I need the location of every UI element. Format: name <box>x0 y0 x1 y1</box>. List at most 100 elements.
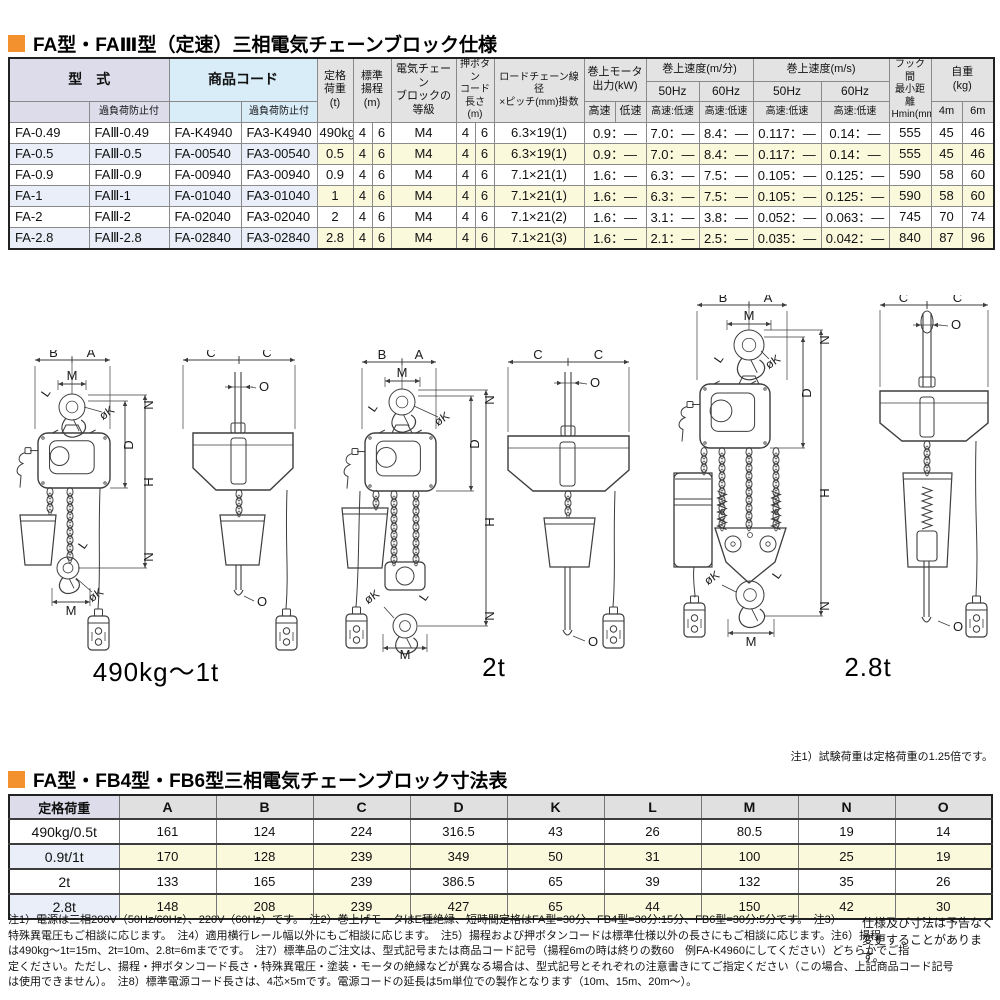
spec-cell-s50: 0.105：— <box>752 184 822 207</box>
dim-row-label: 490kg/0.5t <box>8 818 120 845</box>
header-model-std <box>8 101 90 123</box>
footnote-line-3: は490kg～1t=15m、2t=10m、2.8t=6mまでです。 注7）標準品… <box>8 945 910 957</box>
spec-cell-lift6: 6 <box>371 226 392 249</box>
orange-bullet-icon <box>8 35 25 52</box>
spec-cell-grade: M4 <box>390 142 457 165</box>
footnote-line-4: 定ください。ただし、揚程・押ボタンコード長さ・特殊異電圧・塗装・モータの絶縁など… <box>8 960 954 973</box>
spec-title-text: FA型・FAⅢ型（定速）三相電気チェーンブロック仕様 <box>33 35 497 56</box>
footnote-line-5: は使用できません）。 注8）標準電源コード長さは、4芯×5mです。電源コードの延… <box>8 976 698 988</box>
dim-label-N: N <box>482 611 497 620</box>
header-motor-low: 低速 <box>614 101 647 123</box>
dim-cell-D: 386.5 <box>409 868 508 895</box>
header-highlow-1: 高速:低速 <box>645 101 700 123</box>
spec-cell-hmin: 590 <box>888 163 932 186</box>
dim-header-B: B <box>215 795 314 820</box>
spec-change-note-line2: 変更することがあります。 <box>862 933 983 964</box>
dim-label-øK: øK <box>762 352 783 372</box>
dim-cell-K: 65 <box>506 868 605 895</box>
dim-cell-M: 132 <box>700 868 799 895</box>
spec-cell-motor: 1.6：— <box>583 226 647 249</box>
spec-cell-chain: 7.1×21(1) <box>493 163 585 186</box>
spec-cell-btn4: 4 <box>455 205 476 228</box>
dim-label-øK: øK <box>701 568 722 588</box>
dim-label-C: C <box>206 350 215 360</box>
spec-cell-model_ol: FAⅢ-2 <box>88 205 170 228</box>
spec-cell-code_ol: FA3-01040 <box>240 184 318 207</box>
dim-title-text: FA型・FB4型・FB6型三相電気チェーンブロック寸法表 <box>33 771 508 792</box>
spec-cell-v60: 8.4：— <box>698 121 754 144</box>
spec-cell-w6: 60 <box>961 184 995 207</box>
spec-cell-code: FA-00940 <box>168 163 242 186</box>
test-load-note: 注1）試験荷重は定格荷重の1.25倍です。 <box>790 751 993 763</box>
spec-cell-motor: 0.9：— <box>583 121 647 144</box>
dim-header-M: M <box>700 795 799 820</box>
spec-cell-lift4: 4 <box>352 121 373 144</box>
dim-cell-N: 19 <box>797 818 896 845</box>
dim-label-N: N <box>817 601 832 610</box>
spec-cell-s50: 0.117：— <box>752 142 822 165</box>
spec-cell-lift6: 6 <box>371 205 392 228</box>
spec-cell-grade: M4 <box>390 184 457 207</box>
dim-label-L: L <box>769 568 784 582</box>
spec-cell-model: FA-0.49 <box>8 121 90 144</box>
dim-label-øK: øK <box>361 587 382 607</box>
header-highlow-4: 高速:低速 <box>820 101 890 123</box>
spec-cell-model_ol: FAⅢ-0.9 <box>88 163 170 186</box>
spec-cell-v50: 6.3：— <box>645 163 700 186</box>
spec-cell-w4: 70 <box>930 205 963 228</box>
dim-cell-B: 208 <box>215 893 314 920</box>
spec-section-title: FA型・FAⅢ型（定速）三相電気チェーンブロック仕様 <box>8 30 497 57</box>
header-motor-high: 高速 <box>583 101 616 123</box>
spec-cell-s60: 0.14：— <box>820 142 890 165</box>
dim-cell-O: 14 <box>894 818 993 845</box>
spec-cell-btn4: 4 <box>455 163 476 186</box>
header-model: 型 式 <box>8 57 170 103</box>
spec-cell-model: FA-2.8 <box>8 226 90 249</box>
header-50hz-min: 50Hz <box>645 80 700 103</box>
spec-cell-btn4: 4 <box>455 142 476 165</box>
dim-cell-L: 31 <box>603 843 702 870</box>
spec-cell-cap: 0.5 <box>316 142 354 165</box>
dim-label-A: A <box>764 295 773 305</box>
spec-cell-grade: M4 <box>390 121 457 144</box>
dim-cell-A: 133 <box>118 868 217 895</box>
header-highlow-3: 高速:低速 <box>752 101 822 123</box>
dim-label-L: L <box>75 538 90 552</box>
footnotes-block: 注1）電源は三相200V（50Hz/60Hz）、220V（60Hz）です。 注2… <box>8 913 954 991</box>
dim-cell-C: 239 <box>312 843 411 870</box>
spec-cell-w6: 60 <box>961 163 995 186</box>
spec-cell-v50: 7.0：— <box>645 142 700 165</box>
dim-label-H: H <box>482 517 497 526</box>
dim-row-label: 0.9t/1t <box>8 843 120 870</box>
spec-cell-model_ol: FAⅢ-0.49 <box>88 121 170 144</box>
spec-cell-hmin: 555 <box>888 121 932 144</box>
dim-label-C: C <box>899 295 908 305</box>
dim-cell-C: 224 <box>312 818 411 845</box>
spec-cell-v50: 3.1：— <box>645 205 700 228</box>
spec-cell-s50: 0.035：— <box>752 226 822 249</box>
header-model-overload: 過負荷防止付 <box>88 101 170 123</box>
dim-label-O: O <box>590 375 600 390</box>
dim-cell-B: 124 <box>215 818 314 845</box>
spec-cell-code: FA-02040 <box>168 205 242 228</box>
dim-label-øK: øK <box>431 409 452 429</box>
dim-label-L: L <box>38 386 53 400</box>
figure-caption-small: 490kg～1t <box>92 657 220 687</box>
dim-label-M: M <box>746 634 757 649</box>
dim-label-øK: øK <box>96 403 117 423</box>
spec-cell-s60: 0.125：— <box>820 163 890 186</box>
spec-cell-model: FA-2 <box>8 205 90 228</box>
spec-cell-btn6: 6 <box>474 163 495 186</box>
spec-cell-motor: 1.6：— <box>583 163 647 186</box>
dim-header-L: L <box>603 795 702 820</box>
header-lift: 標準 揚程 (m) <box>352 57 392 123</box>
spec-cell-grade: M4 <box>390 205 457 228</box>
